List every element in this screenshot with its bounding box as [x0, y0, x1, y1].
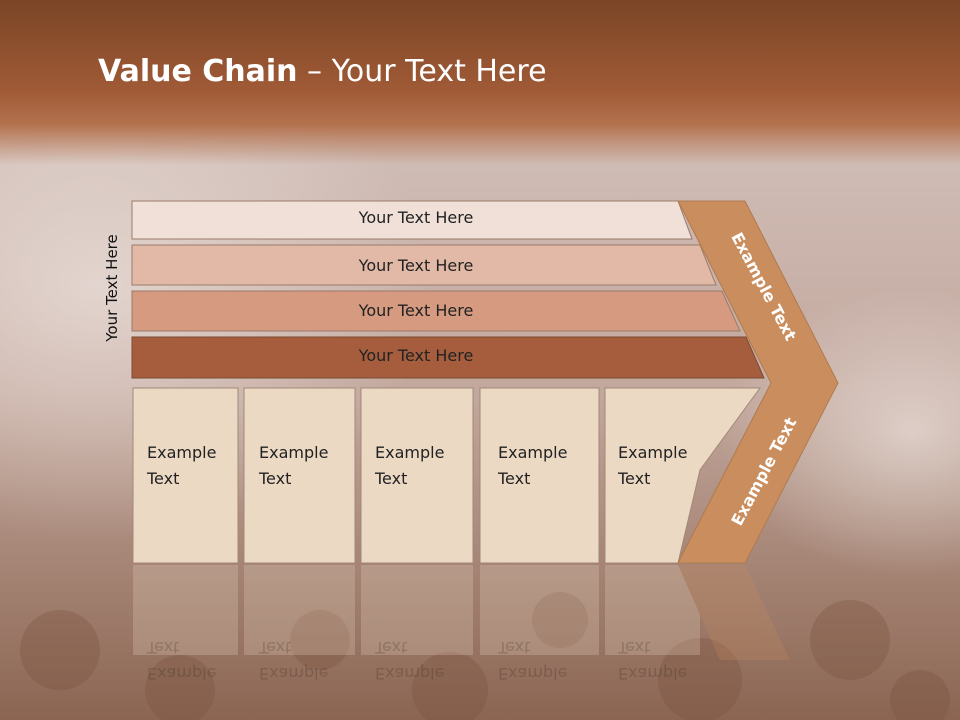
cell-3-line1: Example — [375, 443, 445, 462]
cell-5-line2: Text — [618, 469, 651, 488]
cell-4-reflection: Example Text — [498, 634, 598, 686]
cell-1-line2: Text — [147, 469, 180, 488]
cell-5-reflection-line2: Text — [618, 638, 651, 657]
title-bar — [0, 0, 960, 165]
title-rest: – Your Text Here — [297, 54, 547, 89]
cell-5-reflection: Example Text — [618, 634, 718, 686]
cell-5-reflection-line1: Example — [618, 664, 688, 683]
chevron-arrow[interactable] — [677, 200, 839, 564]
cell-4-reflection-line1: Example — [498, 664, 568, 683]
cell-2-reflection: Example Text — [259, 634, 359, 686]
cell-3-shape[interactable] — [360, 387, 474, 564]
cell-4-line1: Example — [498, 443, 568, 462]
cell-2-shape[interactable] — [243, 387, 356, 564]
cell-5-shape[interactable] — [604, 387, 761, 564]
cell-1-line1: Example — [147, 443, 217, 462]
reflection — [133, 565, 790, 660]
slide-title: Value Chain – Your Text Here — [98, 54, 547, 89]
cell-3-line2: Text — [375, 469, 408, 488]
row-1-label: Your Text Here — [358, 208, 474, 227]
cell-4-reflection-line2: Text — [498, 638, 531, 657]
cell-4-line2: Text — [498, 469, 531, 488]
cell-2-reflection-line1: Example — [259, 664, 329, 683]
row-4-label: Your Text Here — [358, 346, 474, 365]
cell-1-reflection-line2: Text — [147, 638, 180, 657]
cell-3-reflection: Example Text — [375, 634, 475, 686]
cell-1-reflection: Example Text — [147, 634, 247, 686]
cell-1-shape[interactable] — [132, 387, 239, 564]
cell-3-reflection-line2: Text — [375, 638, 408, 657]
cell-5-line1: Example — [618, 443, 688, 462]
cell-2-line1: Example — [259, 443, 329, 462]
row-3-shape[interactable] — [131, 290, 741, 332]
row-4-shape[interactable] — [131, 336, 765, 379]
cell-1-reflection-line1: Example — [147, 664, 217, 683]
row-2-label: Your Text Here — [358, 256, 474, 275]
row-2-shape[interactable] — [131, 244, 717, 286]
cell-4-shape[interactable] — [479, 387, 600, 564]
title-bold: Value Chain — [98, 54, 298, 89]
row-1-shape[interactable] — [131, 200, 693, 240]
cell-2-reflection-line2: Text — [259, 638, 292, 657]
cell-2-line2: Text — [259, 469, 292, 488]
side-label: Your Text Here — [103, 234, 121, 342]
row-3-label: Your Text Here — [358, 301, 474, 320]
cell-3-reflection-line1: Example — [375, 664, 445, 683]
